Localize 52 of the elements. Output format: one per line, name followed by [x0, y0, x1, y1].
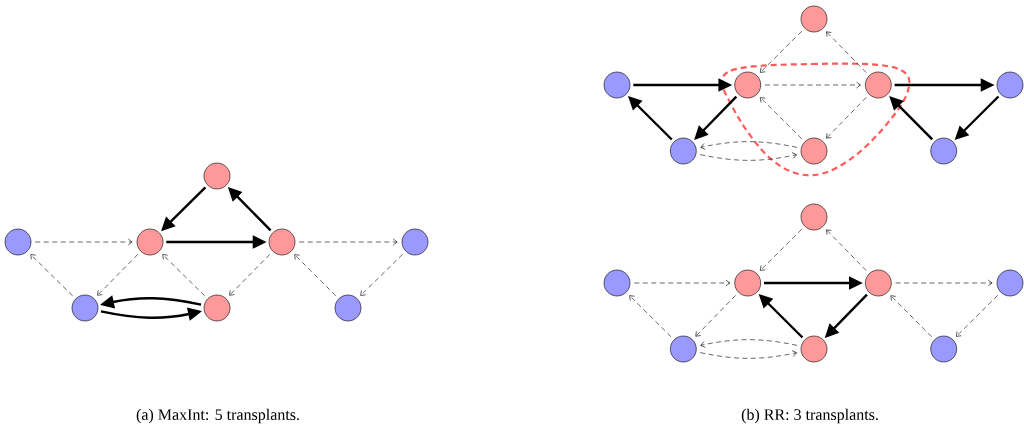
graph-vertex: [670, 137, 697, 165]
arrow: [30, 254, 73, 297]
arrow: [700, 141, 798, 150]
graph-vertex: [334, 294, 362, 322]
graph-vertex: [203, 294, 231, 322]
graph-vertex: [800, 203, 828, 231]
graph-vertex: [268, 228, 296, 256]
arrow: [162, 254, 205, 297]
arrow: [699, 152, 797, 161]
arrow: [634, 279, 731, 287]
graph-vertex: [800, 137, 828, 165]
arrow: [764, 81, 861, 89]
arrow: [299, 238, 398, 246]
graph-vertex: [670, 335, 697, 363]
caption: (a) MaxInt: 5 transplants.: [136, 408, 299, 424]
arrow: [694, 95, 738, 140]
arrow: [956, 294, 999, 337]
graph-vertex: [136, 228, 164, 256]
graph-vertex: [71, 294, 99, 322]
graph-vertex: [603, 71, 631, 99]
graph-vertex: [800, 5, 828, 33]
graph-vertex: [734, 71, 761, 99]
graph-vertex: [734, 269, 761, 297]
arrow: [629, 295, 672, 338]
arrow: [360, 253, 403, 296]
arrow: [760, 30, 803, 73]
graph-vertex: [800, 335, 828, 363]
arrow: [35, 238, 133, 246]
graph-vertex: [401, 228, 429, 256]
arrow: [760, 97, 803, 140]
caption: (b) RR: 3 transplants.: [741, 408, 878, 424]
graph-vertex: [865, 269, 892, 297]
arrow: [760, 228, 803, 271]
graph-vertex: [996, 269, 1024, 297]
graph-vertex: [4, 228, 32, 256]
arrow: [97, 254, 139, 296]
arrow: [890, 295, 932, 338]
arrow: [895, 279, 993, 287]
graph-vertex: [203, 162, 231, 190]
arrow: [826, 97, 867, 139]
arrow: [699, 350, 797, 359]
graph-vertex: [865, 71, 892, 99]
graph-vertex: [603, 269, 631, 297]
arrow: [826, 229, 867, 271]
arrow: [294, 254, 337, 297]
graph-vertex: [930, 335, 957, 363]
graph-vertex: [930, 137, 957, 165]
arrow: [229, 254, 271, 296]
arrow: [695, 295, 736, 337]
graph-vertex: [996, 71, 1024, 99]
arrow: [826, 31, 867, 73]
arrow: [700, 339, 798, 348]
